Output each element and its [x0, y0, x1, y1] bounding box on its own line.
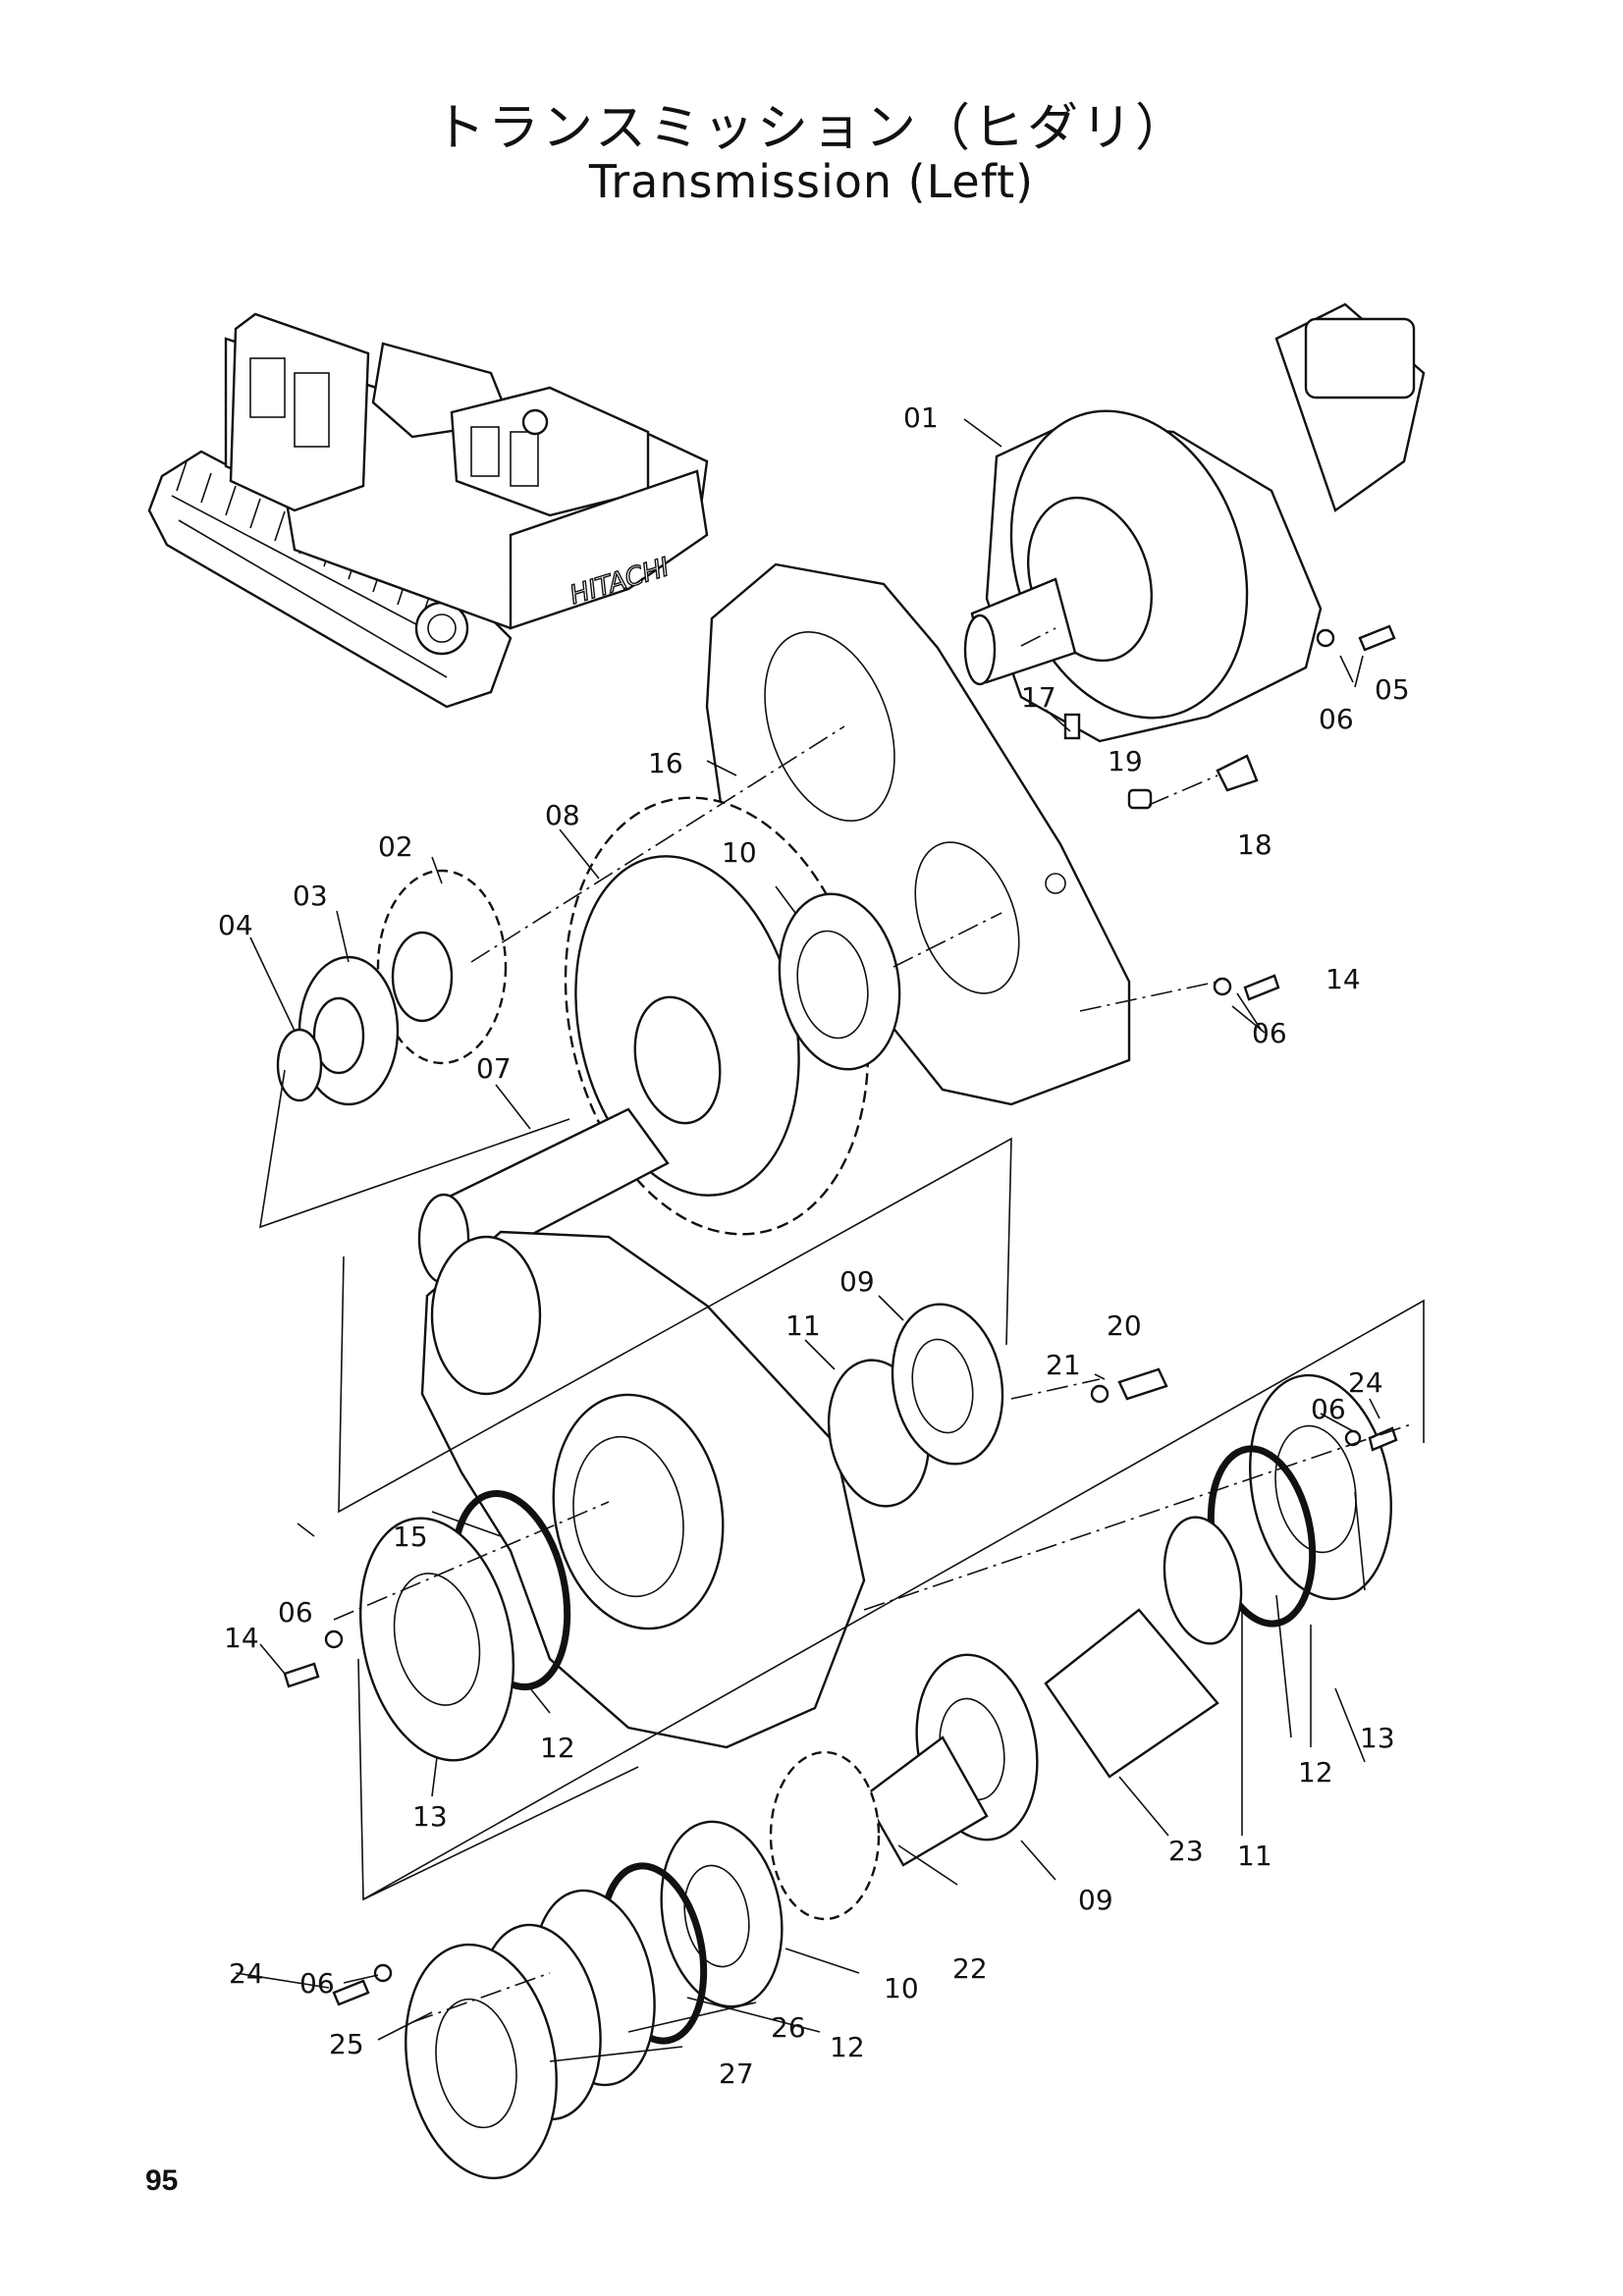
- leader-lines: [235, 418, 1380, 2062]
- callout-17: 17: [1021, 681, 1056, 714]
- callout-16: 16: [648, 747, 683, 779]
- bottom-cover-assembly: [405, 1820, 784, 2180]
- callout-19: 19: [1108, 745, 1143, 777]
- callout-04: 04: [218, 909, 253, 941]
- bearing-top: [778, 892, 901, 1071]
- callout-08: 08: [545, 799, 580, 831]
- callout-24b: 24: [229, 1957, 264, 1990]
- assembly-frame-lines: [259, 1069, 1425, 1901]
- callout-05: 05: [1375, 673, 1410, 706]
- callout-13a: 13: [412, 1800, 448, 1833]
- callout-06b: 06: [1252, 1017, 1287, 1049]
- callout-12a: 12: [540, 1732, 575, 1764]
- right-cover-assembly: [1163, 1373, 1392, 1645]
- callout-11b: 11: [1237, 1840, 1272, 1872]
- callout-12c: 12: [830, 2031, 865, 2063]
- callout-24a: 24: [1348, 1366, 1383, 1399]
- callout-09a: 09: [839, 1265, 875, 1298]
- bearing-middle: [827, 1303, 1004, 1508]
- callout-26: 26: [771, 2011, 806, 2044]
- callout-labels: 01 02 03 04 05 06 06 06 06 06 07 08 09 0…: [218, 401, 1410, 2090]
- hydraulic-motor: [963, 302, 1426, 743]
- left-cover-assembly: [358, 1490, 571, 1762]
- callout-23: 23: [1168, 1835, 1204, 1867]
- callout-25: 25: [329, 2028, 364, 2060]
- callout-11a: 11: [785, 1309, 821, 1342]
- callout-10b: 10: [884, 1972, 919, 2004]
- callout-06a: 06: [1319, 703, 1354, 735]
- callout-18: 18: [1237, 828, 1272, 861]
- fasteners: [283, 624, 1398, 2006]
- callout-02: 02: [378, 830, 413, 863]
- small-gear-and-bearing: [276, 869, 508, 1106]
- excavator-illustration: HITACHI: [147, 312, 709, 709]
- callout-22: 22: [952, 1952, 988, 1985]
- callout-20: 20: [1107, 1309, 1142, 1342]
- title-english: Transmission (Left): [588, 155, 1035, 208]
- callout-27: 27: [719, 2057, 754, 2090]
- callout-09b: 09: [1078, 1884, 1113, 1916]
- callout-21: 21: [1046, 1349, 1081, 1381]
- callout-06e: 06: [299, 1967, 335, 2000]
- gear-case-housing: [420, 1230, 866, 1749]
- page-number: 95: [145, 2164, 179, 2197]
- callout-12b: 12: [1298, 1756, 1333, 1789]
- callout-13b: 13: [1360, 1722, 1395, 1754]
- output-shaft-assembly: [769, 1608, 1219, 1921]
- assembly-centerlines: [333, 627, 1415, 2023]
- callout-03: 03: [293, 880, 328, 912]
- callout-14b: 14: [224, 1622, 259, 1654]
- callout-10a: 10: [722, 836, 757, 869]
- callout-06d: 06: [278, 1596, 313, 1629]
- title-japanese: トランスミッション（ヒダリ）: [434, 99, 1189, 158]
- callout-15: 15: [393, 1521, 428, 1553]
- callout-01: 01: [903, 401, 939, 434]
- callout-06c: 06: [1311, 1393, 1346, 1425]
- callout-14a: 14: [1325, 963, 1361, 995]
- callout-07: 07: [476, 1052, 512, 1085]
